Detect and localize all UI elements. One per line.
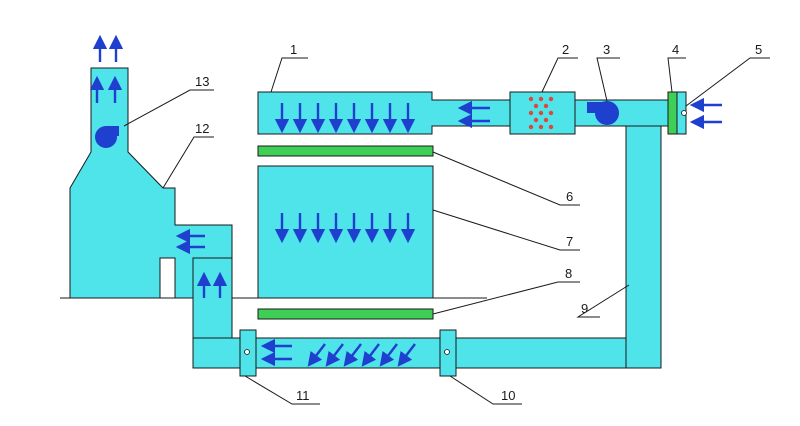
- label-2: 2: [562, 42, 569, 57]
- top-duct-left-arrows: [457, 100, 490, 129]
- return-duct-corner: [192, 337, 242, 369]
- label-5: 5: [755, 42, 762, 57]
- valve-10-hole: [444, 349, 450, 355]
- chamber-down-arrows: [274, 213, 416, 244]
- label-7: 7: [566, 234, 573, 249]
- right-vertical-duct: [625, 125, 662, 369]
- label-13: 13: [195, 74, 209, 89]
- label-11: 11: [296, 388, 310, 403]
- inlet-louver-hole: [681, 110, 687, 116]
- filter-6: [257, 145, 434, 157]
- bottom-duct-arrows: [260, 338, 416, 367]
- label-3: 3: [603, 42, 610, 57]
- valve-11-hole: [244, 349, 250, 355]
- label-12: 12: [195, 121, 209, 136]
- label-4: 4: [672, 42, 679, 57]
- stack-outlet-arrows: [89, 34, 124, 103]
- label-8: 8: [565, 266, 572, 281]
- return-duct-vertical: [192, 257, 233, 339]
- leader-lines: [123, 57, 770, 405]
- inlet-arrows: [689, 97, 722, 130]
- label-1: 1: [290, 42, 297, 57]
- filter-8: [257, 308, 434, 320]
- top-duct-down-arrows: [274, 103, 416, 134]
- main-chamber: [257, 165, 434, 299]
- stack-fan-icon: [95, 126, 119, 148]
- heater-icon: [528, 96, 554, 130]
- inlet-filter: [667, 91, 678, 135]
- label-9: 9: [581, 301, 588, 316]
- label-6: 6: [566, 189, 573, 204]
- label-10: 10: [501, 388, 515, 403]
- stack-inlet-arrows: [175, 228, 228, 298]
- fan-icon: [587, 101, 619, 125]
